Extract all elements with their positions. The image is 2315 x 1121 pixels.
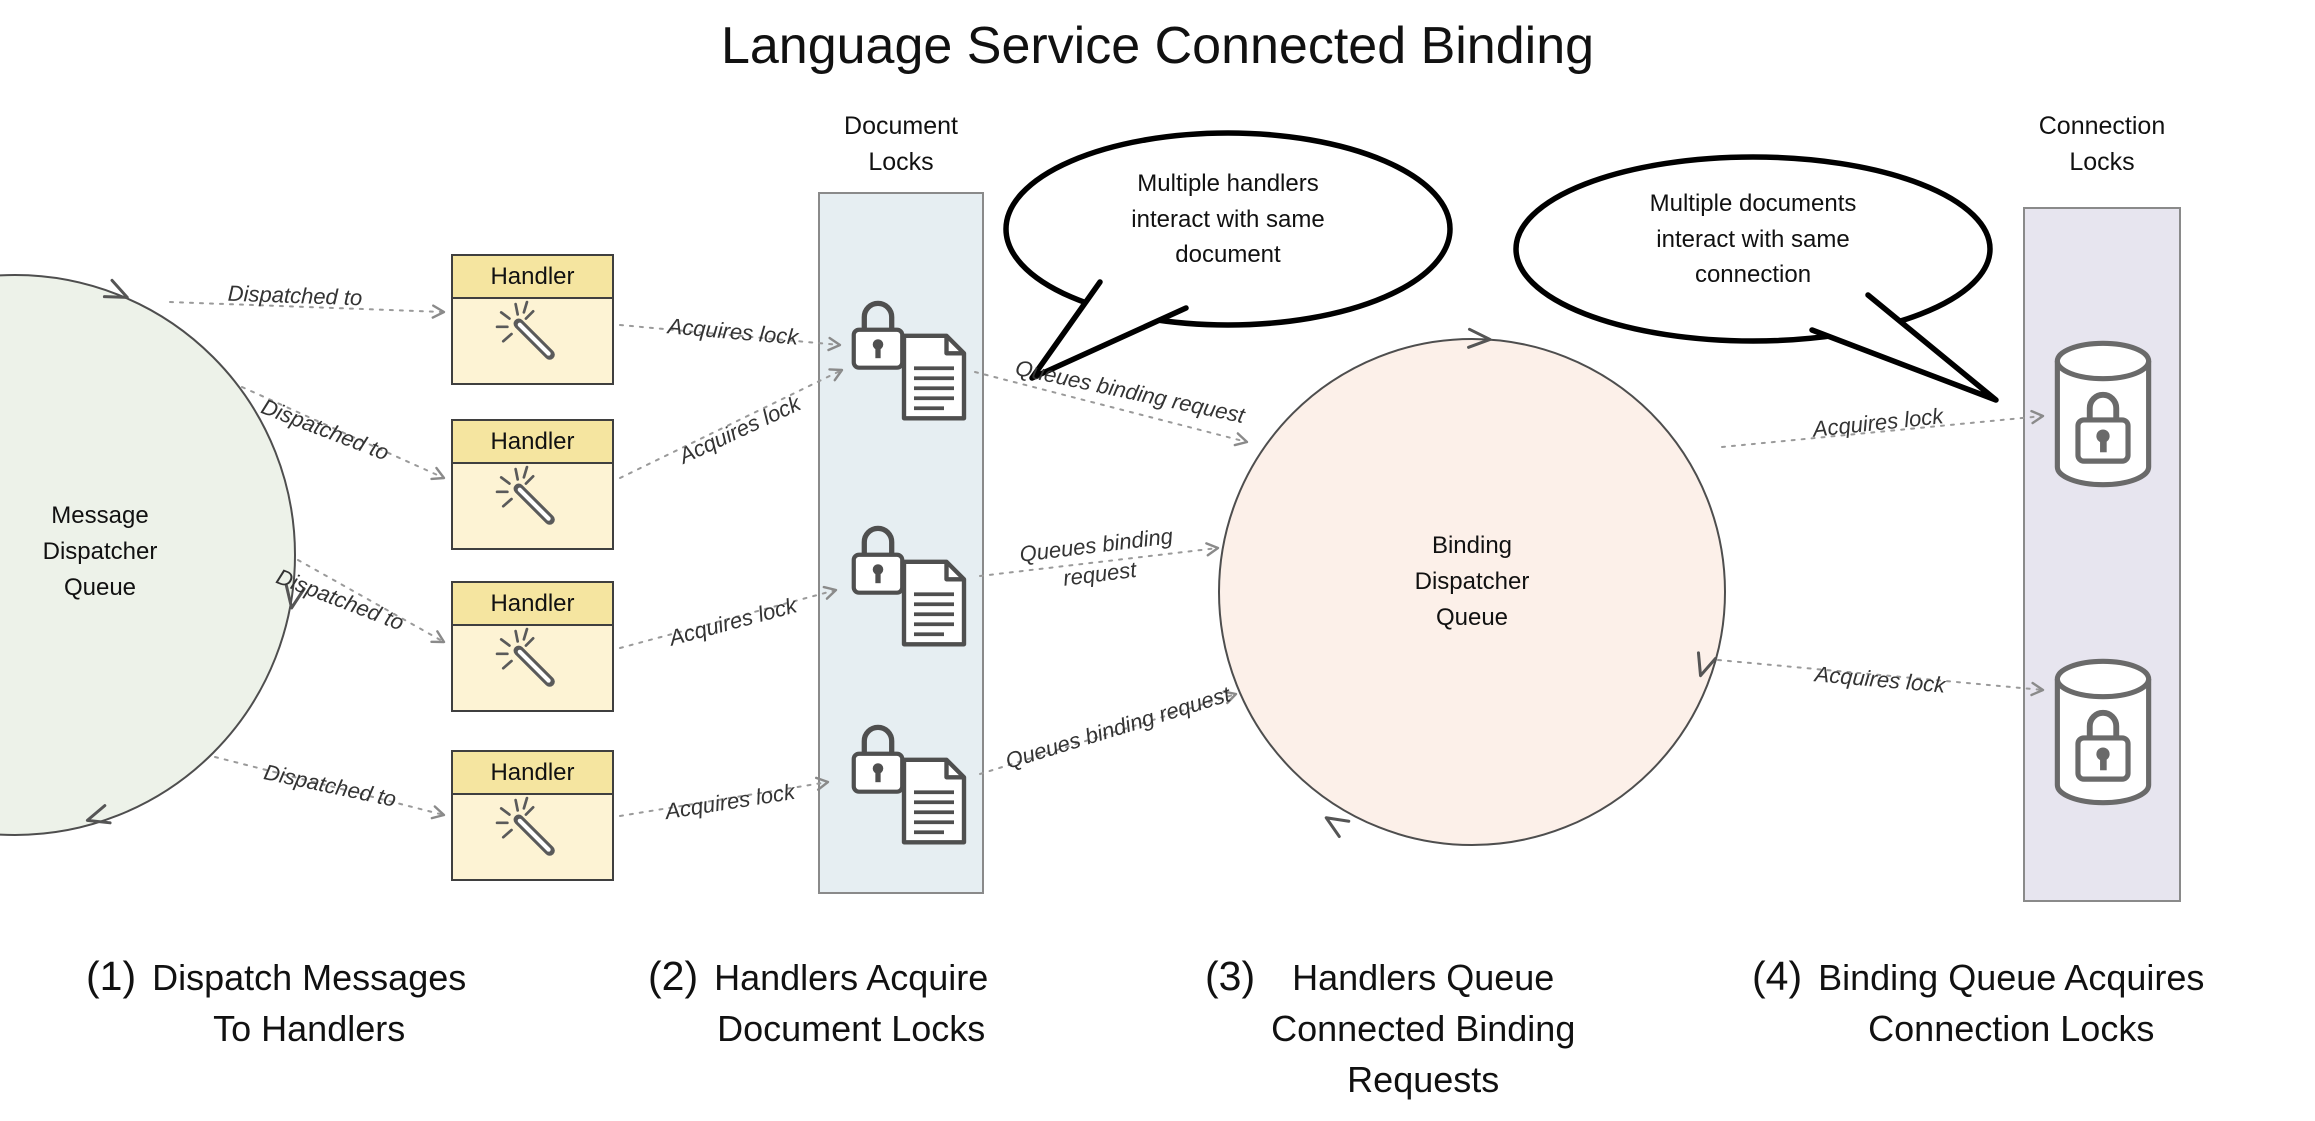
caption-step-4: (4) Binding Queue Acquires Connection Lo… [1752,952,2204,1054]
handler-box-title: Handler [453,583,612,626]
caption-step-1: (1) Dispatch Messages To Handlers [86,952,466,1054]
arrow-acquires-lock-3 [619,585,838,649]
rotation-chevron-icon [102,278,129,299]
arrow-dispatched-to-4 [214,756,446,820]
speech-bubble-documents-text: Multiple documents interact with same co… [1649,190,1857,289]
database-lock-icon [2057,343,2148,484]
binding-dispatcher-queue-label: Binding Dispatcher Queue [1414,532,1530,631]
database-lock-icon [2057,661,2148,802]
rotation-chevron-icon [284,584,306,610]
arrow-queues-binding-1 [974,371,1249,447]
caption-step-3: (3) Handlers Queue Connected Binding Req… [1205,952,1575,1105]
rotation-chevron-icon [85,804,112,825]
padlock-icon [854,727,902,791]
rotation-chevron-icon [1324,816,1351,839]
caption-number: (3) [1205,953,1256,999]
caption-number: (1) [86,953,137,999]
handler-box-3: Handler [451,581,614,712]
caption-step-2: (2) Handlers Acquire Document Locks [648,952,988,1054]
caption-text: Binding Queue Acquires Connection Locks [1818,957,2205,1050]
caption-text: Dispatch Messages To Handlers [152,957,467,1050]
caption-text: Handlers Queue Connected Binding Request… [1271,957,1576,1101]
arrow-dispatched-to-2 [241,386,446,481]
speech-bubble-handlers [1003,130,1453,381]
handler-box-title: Handler [453,256,612,299]
padlock-icon [854,303,902,367]
arrow-acquires-connection-2 [1717,659,2045,697]
rotation-chevron-icon [1467,327,1492,349]
document-icon [904,562,964,645]
message-dispatcher-queue-label: Message Dispatcher Queue [42,502,158,601]
edge-label-dispatched-to: Dispatched to [227,280,363,311]
speech-bubble-documents [1513,154,1999,403]
binding-dispatcher-queue-circle [1218,338,1726,846]
arrow-acquires-lock-1 [619,324,842,352]
arrow-dispatched-to-3 [297,559,446,644]
handler-box-4: Handler [451,750,614,881]
padlock-icon [854,528,902,592]
diagram-title: Language Service Connected Binding [720,17,1595,75]
document-icon [904,760,964,843]
connection-locks-header: Connection Locks [2038,112,2166,177]
caption-text: Handlers Acquire Document Locks [714,957,989,1050]
speech-bubble-handlers-text: Multiple handlers interact with same doc… [1131,170,1325,269]
document-icon [904,336,964,419]
magic-wand-icon [497,467,550,520]
caption-number: (2) [648,953,699,999]
arrow-queues-binding-2 [979,542,1220,577]
handler-box-title: Handler [453,752,612,795]
handler-box-1: Handler [451,254,614,385]
magic-wand-icon [497,798,550,851]
arrow-acquires-connection-1 [1721,409,2045,448]
handler-box-title: Handler [453,421,612,464]
handler-box-2: Handler [451,419,614,550]
caption-number: (4) [1752,953,1803,999]
arrow-queues-binding-3 [979,690,1238,775]
magic-wand-icon [497,302,550,355]
rotation-chevron-icon [1696,651,1718,678]
document-locks-header: Document Locks [844,112,958,177]
arrow-acquires-lock-2 [619,368,844,479]
magic-wand-icon [497,629,550,682]
